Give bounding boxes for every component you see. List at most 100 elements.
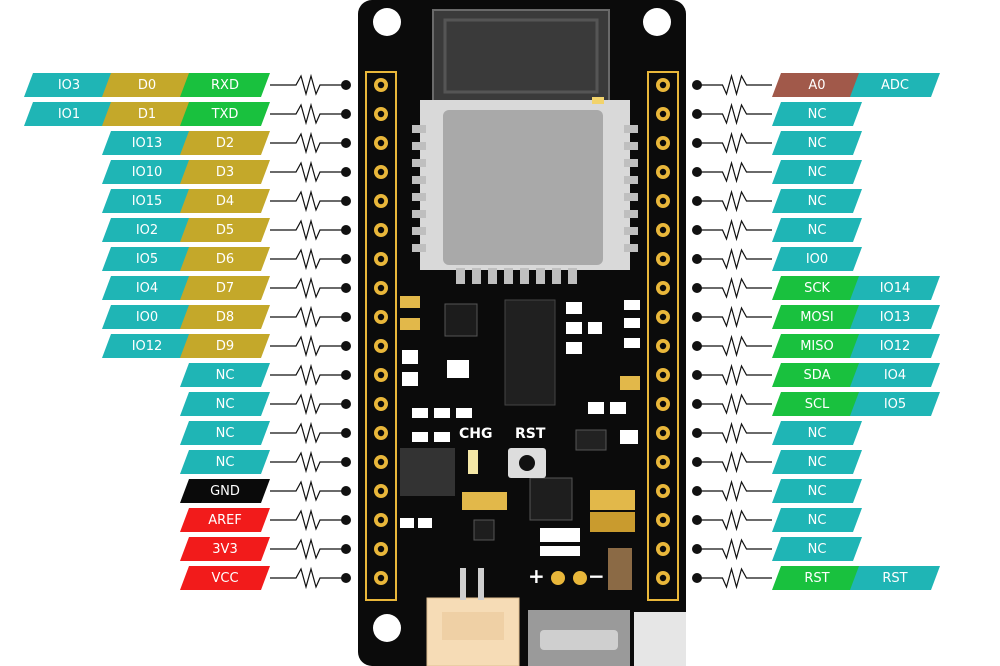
pin-dot <box>692 341 702 351</box>
pin-wire <box>697 566 772 590</box>
reset-button-cap[interactable] <box>519 455 535 471</box>
pin-label: NC <box>772 479 862 503</box>
header-pin-hole <box>377 487 385 495</box>
pin-label: IO5 <box>850 392 940 416</box>
capacitor <box>462 492 507 510</box>
header-pin-hole <box>659 487 667 495</box>
header-pin-hole <box>377 400 385 408</box>
pin-dot <box>341 196 351 206</box>
header-pin-hole <box>659 516 667 524</box>
battery-connector-slot <box>442 612 504 640</box>
left-header-strip <box>365 71 397 601</box>
pin-dot <box>341 341 351 351</box>
smd-components <box>400 296 640 556</box>
pin-label: NC <box>180 363 270 387</box>
mounting-hole <box>643 8 671 36</box>
pin-label: IO1 <box>24 102 114 126</box>
header-pin-hole <box>377 342 385 350</box>
charge-led <box>468 450 478 474</box>
connector-pin <box>478 568 484 600</box>
pin-dot <box>692 399 702 409</box>
pin-label: IO12 <box>102 334 192 358</box>
pin-label: SCL <box>772 392 862 416</box>
header-pin-hole <box>377 284 385 292</box>
header-pin-hole <box>659 342 667 350</box>
pin-dot <box>692 196 702 206</box>
regulator-chip <box>504 299 556 406</box>
wifi-antenna <box>432 9 610 103</box>
header-pin-hole <box>659 458 667 466</box>
pin-dot <box>341 283 351 293</box>
pin-dot <box>692 167 702 177</box>
pin-dot <box>692 486 702 496</box>
pin-wire <box>697 392 772 416</box>
pin-label: IO2 <box>102 218 192 242</box>
inductor <box>529 477 573 521</box>
header-pin-hole <box>659 197 667 205</box>
pin-dot <box>341 399 351 409</box>
pin-wire <box>697 189 772 213</box>
battery-plus: + <box>528 564 545 588</box>
header-pin-hole <box>377 429 385 437</box>
rst-label: RST <box>515 426 546 442</box>
pin-label: VCC <box>180 566 270 590</box>
pin-wire <box>697 537 772 561</box>
pin-wire <box>697 247 772 271</box>
pin-label: A0 <box>772 73 862 97</box>
pin-label: D5 <box>180 218 270 242</box>
header-pin-hole <box>377 110 385 118</box>
pin-wire <box>270 160 346 184</box>
pin-label: NC <box>772 102 862 126</box>
pin-dot <box>341 573 351 583</box>
capacitor <box>590 490 635 510</box>
pin-label: NC <box>772 450 862 474</box>
capacitor <box>590 512 635 532</box>
pin-label: NC <box>772 421 862 445</box>
pin-label: IO5 <box>102 247 192 271</box>
header-pin-hole <box>659 110 667 118</box>
pin-label: MOSI <box>772 305 862 329</box>
header-pin-hole <box>659 400 667 408</box>
pin-wire <box>697 334 772 358</box>
header-pin-hole <box>377 458 385 466</box>
mounting-hole <box>373 8 401 36</box>
pin-label: NC <box>772 131 862 155</box>
pin-label: IO10 <box>102 160 192 184</box>
header-pin-hole <box>659 371 667 379</box>
header-pin-hole <box>377 139 385 147</box>
pin-wire <box>270 566 346 590</box>
pin-label: SDA <box>772 363 862 387</box>
pin-wire <box>697 450 772 474</box>
pin-dot <box>692 515 702 525</box>
pin-label: SCK <box>772 276 862 300</box>
pin-label: NC <box>180 392 270 416</box>
pin-label: IO3 <box>24 73 114 97</box>
pin-label: D2 <box>180 131 270 155</box>
pin-dot <box>341 544 351 554</box>
header-pin-hole <box>659 81 667 89</box>
pin-label: D1 <box>102 102 192 126</box>
pin-wire <box>270 305 346 329</box>
battery-minus: − <box>588 564 605 588</box>
pin-dot <box>692 138 702 148</box>
pin-wire <box>697 305 772 329</box>
pin-label: IO4 <box>850 363 940 387</box>
pin-wire <box>270 73 346 97</box>
pin-label: IO13 <box>850 305 940 329</box>
pin-wire <box>697 218 772 242</box>
pin-label: NC <box>772 218 862 242</box>
pin-dot <box>341 428 351 438</box>
pin-dot <box>692 312 702 322</box>
header-pin-hole <box>659 429 667 437</box>
pin-dot <box>341 254 351 264</box>
pin-label: IO13 <box>102 131 192 155</box>
chg-label: CHG <box>459 426 493 442</box>
pin-wire <box>270 537 346 561</box>
pin-dot <box>692 225 702 235</box>
pin-dot <box>341 225 351 235</box>
pin-dot <box>341 138 351 148</box>
status-led-small <box>592 97 604 104</box>
header-pin-hole <box>377 197 385 205</box>
header-pin-hole <box>659 284 667 292</box>
pin-label: GND <box>180 479 270 503</box>
